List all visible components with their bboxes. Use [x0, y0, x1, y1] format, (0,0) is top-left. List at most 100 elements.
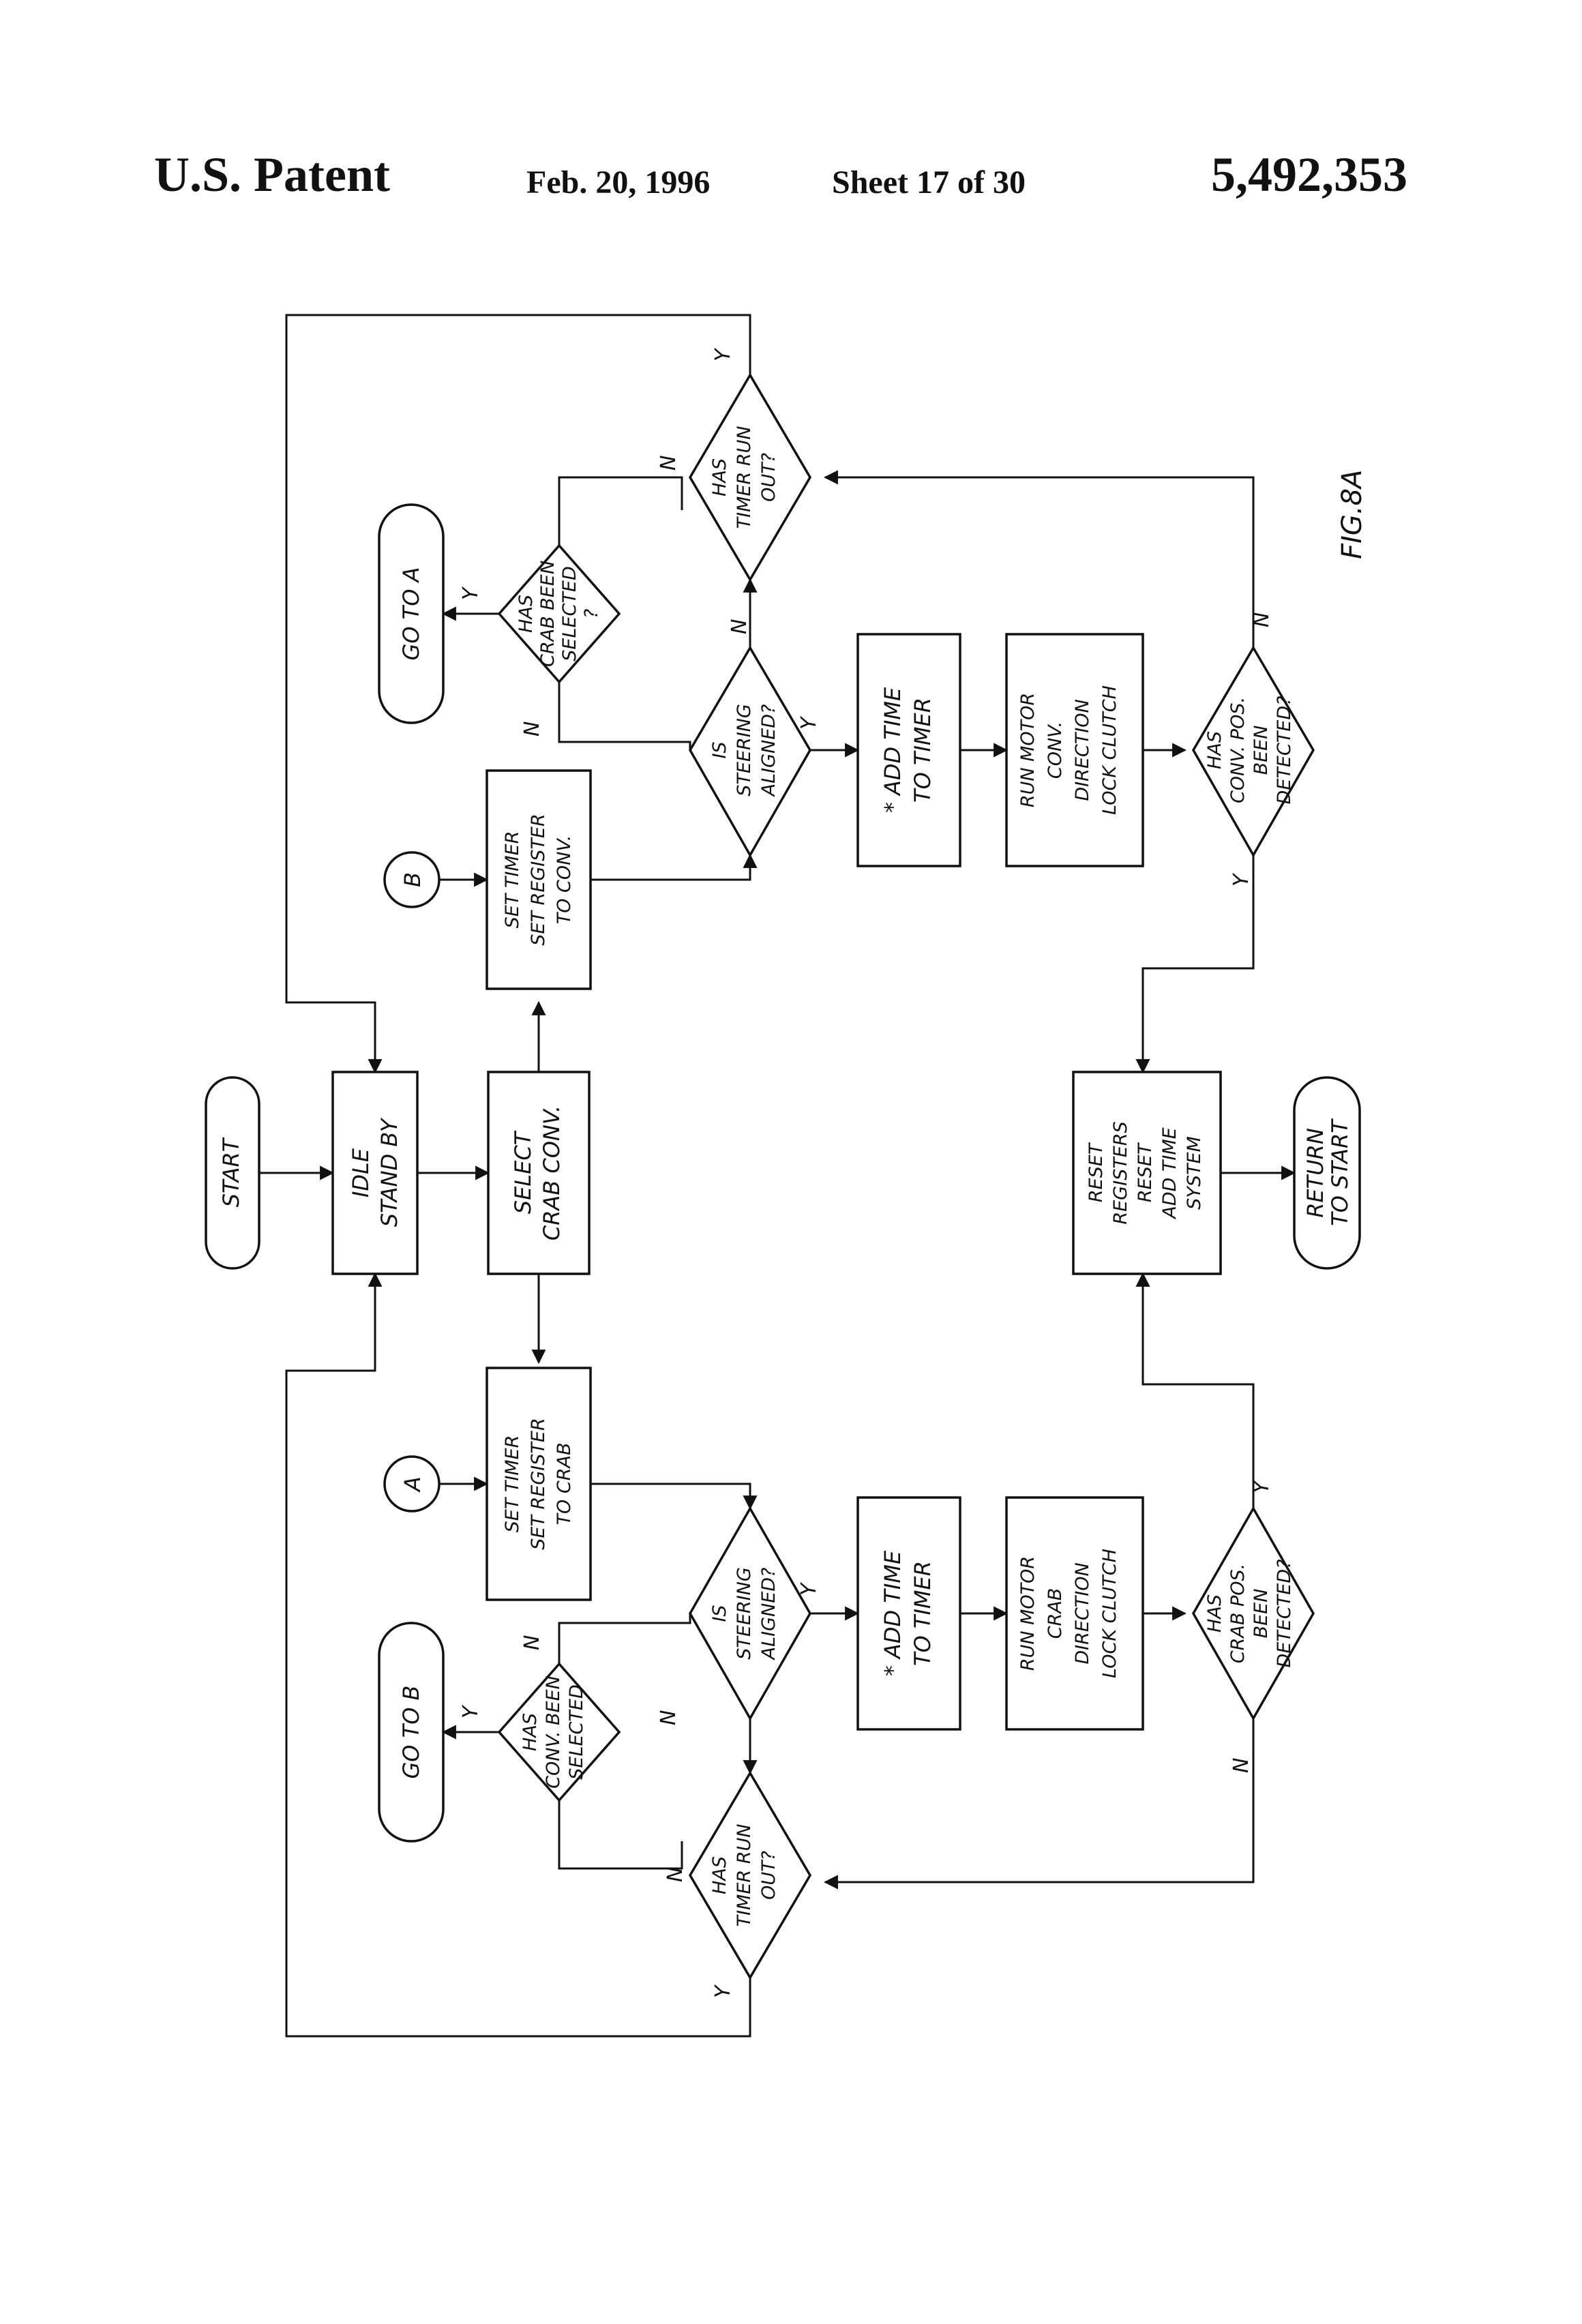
- svg-text:GO TO A: GO TO A: [398, 567, 424, 661]
- label-no: N: [520, 721, 544, 736]
- svg-text:IDLE: IDLE: [348, 1148, 374, 1197]
- start-terminal: START: [206, 1077, 259, 1268]
- svg-text:* ADD TIME: * ADD TIME: [880, 1550, 906, 1676]
- top-run-motor-box: RUN MOTOR CONV. DIRECTION LOCK CLUTCH: [1006, 634, 1143, 866]
- top-selected-diamond: HAS CRAB BEEN SELECTED ?: [499, 546, 619, 682]
- svg-text:OUT?: OUT?: [758, 453, 779, 502]
- svg-text:RETURN: RETURN: [1302, 1128, 1328, 1218]
- bottom-selected-diamond: HAS CONV. BEEN SELECTED: [499, 1664, 619, 1800]
- label-yes: Y: [459, 586, 483, 600]
- label-yes: Y: [797, 1581, 821, 1596]
- svg-text:HAS: HAS: [520, 1713, 541, 1751]
- svg-text:CONV. POS.: CONV. POS.: [1227, 697, 1249, 803]
- svg-text:SELECTED: SELECTED: [559, 566, 580, 661]
- svg-text:LOCK CLUTCH: LOCK CLUTCH: [1099, 685, 1120, 815]
- label-yes: Y: [459, 1704, 483, 1718]
- svg-text:TO CRAB: TO CRAB: [554, 1443, 575, 1525]
- label-yes: Y: [1229, 872, 1253, 887]
- svg-text:DIRECTION: DIRECTION: [1072, 1562, 1093, 1664]
- svg-text:DETECTED?: DETECTED?: [1274, 1560, 1295, 1668]
- svg-text:IS: IS: [709, 741, 730, 758]
- figure-label: FIG.8A: [1337, 470, 1368, 559]
- svg-text:SELECT: SELECT: [510, 1130, 536, 1214]
- bottom-steering-diamond: IS STEERING ALIGNED?: [690, 1508, 810, 1718]
- start-text: START: [218, 1137, 244, 1207]
- svg-text:STEERING: STEERING: [734, 704, 755, 796]
- reset-box: RESET REGISTERS RESET ADD TIME SYSTEM: [1073, 1072, 1221, 1274]
- bottom-set-timer-box: SET TIMER SET REGISTER TO CRAB: [487, 1368, 591, 1600]
- svg-text:RUN MOTOR: RUN MOTOR: [1017, 1556, 1039, 1671]
- svg-text:CRAB BEEN: CRAB BEEN: [537, 561, 558, 667]
- svg-text:CRAB CONV.: CRAB CONV.: [539, 1105, 565, 1240]
- label-no: N: [663, 1867, 687, 1882]
- svg-text:DIRECTION: DIRECTION: [1072, 699, 1093, 801]
- label-no: N: [728, 619, 751, 634]
- svg-text:CRAB POS.: CRAB POS.: [1227, 1564, 1249, 1663]
- svg-text:HAS: HAS: [709, 458, 730, 496]
- svg-text:ADD TIME: ADD TIME: [1159, 1127, 1180, 1219]
- label-yes: Y: [711, 1984, 735, 1998]
- svg-text:CRAB: CRAB: [1045, 1588, 1066, 1639]
- top-add-time-box: * ADD TIME TO TIMER: [858, 634, 960, 866]
- connector-a-circle: A: [385, 1457, 439, 1511]
- svg-text:BEEN: BEEN: [1251, 726, 1272, 775]
- svg-text:RESET: RESET: [1135, 1142, 1156, 1202]
- label-yes: Y: [1250, 1479, 1274, 1493]
- svg-text:TIMER RUN: TIMER RUN: [734, 426, 755, 529]
- svg-text:STEERING: STEERING: [734, 1567, 755, 1660]
- svg-text:LOCK CLUTCH: LOCK CLUTCH: [1099, 1549, 1120, 1678]
- bottom-pos-detected-diamond: HAS CRAB POS. BEEN DETECTED?: [1193, 1508, 1313, 1718]
- svg-text:TO CONV.: TO CONV.: [554, 835, 575, 925]
- select-box: SELECT CRAB CONV.: [488, 1072, 589, 1274]
- svg-text:SELECTED: SELECTED: [566, 1684, 587, 1780]
- svg-text:SET REGISTER: SET REGISTER: [528, 1418, 549, 1549]
- top-set-timer-box: SET TIMER SET REGISTER TO CONV.: [487, 771, 591, 989]
- label-no: N: [657, 1710, 681, 1725]
- svg-text:ALIGNED?: ALIGNED?: [758, 704, 779, 798]
- svg-text:BEEN: BEEN: [1251, 1589, 1272, 1639]
- svg-text:TO TIMER: TO TIMER: [910, 698, 936, 803]
- svg-text:SYSTEM: SYSTEM: [1184, 1136, 1205, 1210]
- svg-text:CONV.: CONV.: [1045, 721, 1066, 779]
- svg-text:TO START: TO START: [1327, 1118, 1353, 1226]
- top-pos-detected-diamond: HAS CONV. POS. BEEN DETECTED?: [1193, 648, 1313, 855]
- svg-text:CONV. BEEN: CONV. BEEN: [543, 1675, 564, 1789]
- svg-text:SET TIMER: SET TIMER: [502, 831, 523, 929]
- bottom-run-motor-box: RUN MOTOR CRAB DIRECTION LOCK CLUTCH: [1006, 1498, 1143, 1729]
- svg-text:HAS: HAS: [1204, 731, 1225, 769]
- svg-text:OUT?: OUT?: [758, 1851, 779, 1900]
- svg-text:GO TO B: GO TO B: [398, 1685, 424, 1778]
- bottom-goto-terminal: GO TO B: [379, 1623, 443, 1841]
- top-timer-diamond: HAS TIMER RUN OUT?: [690, 375, 810, 580]
- svg-text:STAND BY: STAND BY: [376, 1117, 402, 1227]
- svg-text:?: ?: [581, 609, 602, 619]
- svg-text:HAS: HAS: [709, 1856, 730, 1894]
- top-goto-terminal: GO TO A: [379, 505, 443, 723]
- label-no: N: [1229, 1758, 1253, 1773]
- top-steering-diamond: IS STEERING ALIGNED?: [690, 648, 810, 855]
- svg-text:REGISTERS: REGISTERS: [1110, 1121, 1131, 1224]
- label-no: N: [657, 456, 681, 471]
- bottom-timer-diamond: HAS TIMER RUN OUT?: [690, 1773, 810, 1978]
- label-yes: Y: [711, 347, 735, 361]
- svg-text:IS: IS: [709, 1605, 730, 1622]
- idle-box: IDLE STAND BY: [333, 1072, 417, 1274]
- svg-text:DETECTED?: DETECTED?: [1274, 696, 1295, 805]
- label-no: N: [1250, 612, 1274, 627]
- bottom-add-time-box: * ADD TIME TO TIMER: [858, 1498, 960, 1729]
- label-yes: Y: [797, 715, 821, 730]
- svg-text:RUN MOTOR: RUN MOTOR: [1017, 693, 1039, 807]
- svg-text:HAS: HAS: [516, 595, 537, 633]
- connector-b-circle: B: [385, 852, 439, 907]
- svg-text:A: A: [400, 1476, 426, 1493]
- svg-text:SET REGISTER: SET REGISTER: [528, 814, 549, 945]
- svg-text:TO TIMER: TO TIMER: [910, 1561, 936, 1666]
- return-terminal: RETURN TO START: [1294, 1077, 1360, 1268]
- svg-text:ALIGNED?: ALIGNED?: [758, 1568, 779, 1661]
- svg-text:* ADD TIME: * ADD TIME: [880, 687, 906, 813]
- svg-text:TIMER RUN: TIMER RUN: [734, 1824, 755, 1927]
- svg-text:SET TIMER: SET TIMER: [502, 1435, 523, 1533]
- svg-text:RESET: RESET: [1086, 1142, 1107, 1202]
- label-no: N: [520, 1635, 544, 1650]
